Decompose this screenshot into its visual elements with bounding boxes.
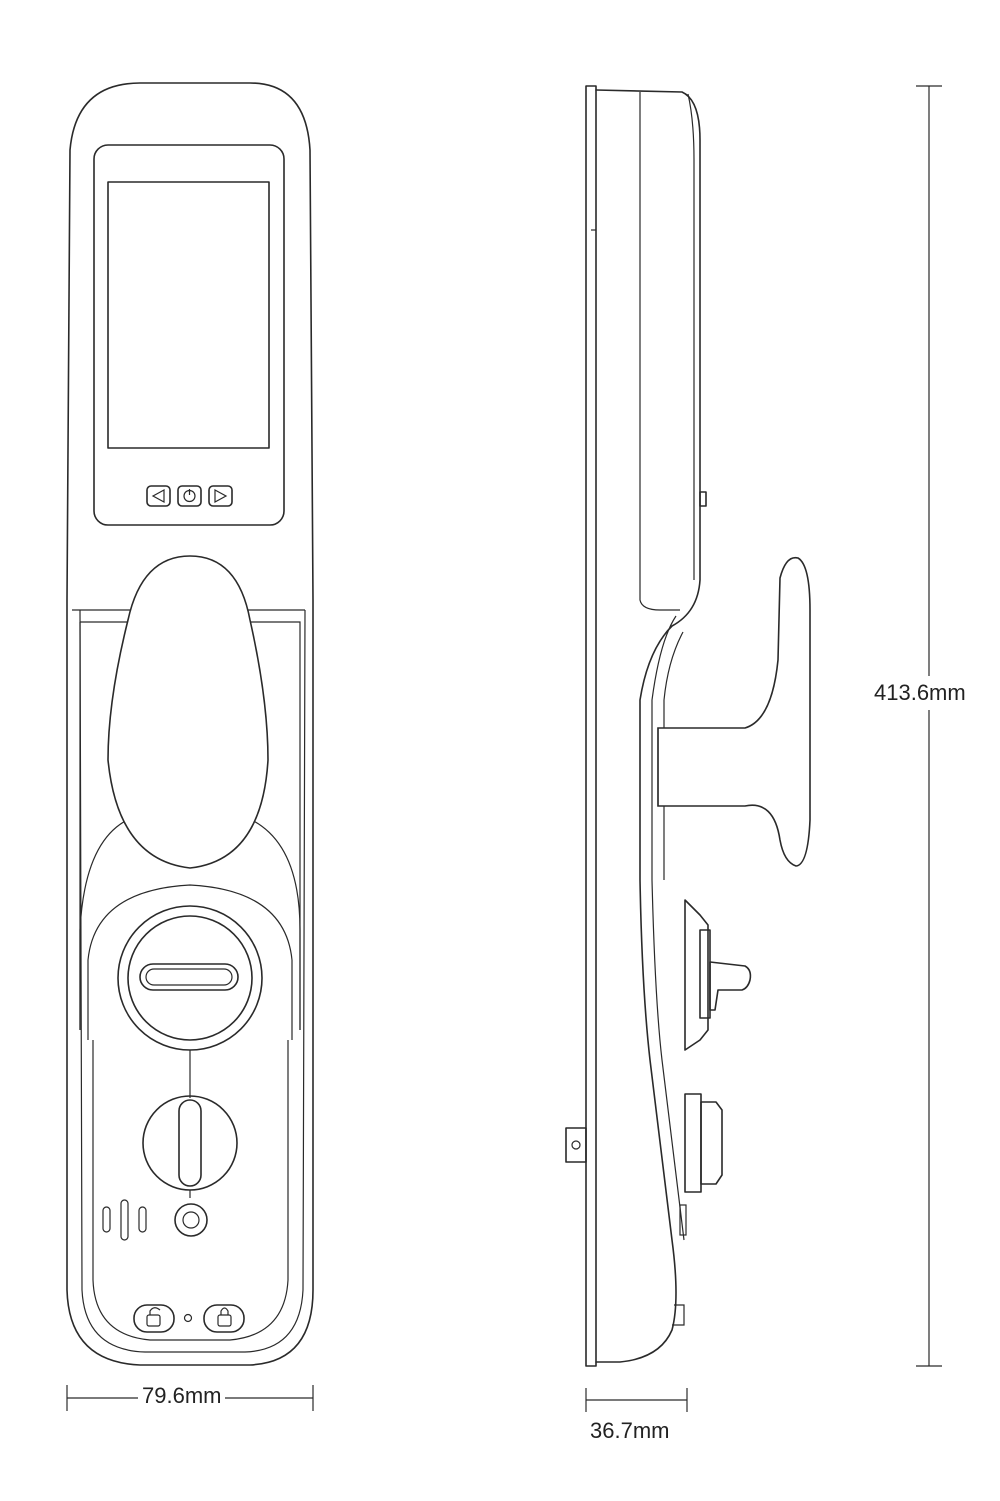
sensor-lens (182, 1211, 200, 1229)
lock-icon (217, 1314, 232, 1327)
lower-cover-bottom (92, 1040, 289, 1341)
unlock-button[interactable] (133, 1304, 175, 1333)
right-arrow-icon (214, 488, 228, 504)
side-knob[interactable] (700, 1101, 723, 1185)
side-reset-button[interactable] (699, 491, 707, 507)
lock-button[interactable] (203, 1304, 245, 1333)
depth-dimension-label: 36.7mm (590, 1418, 670, 1444)
sensor-ring (174, 1203, 208, 1237)
width-dimension-label: 79.6mm (138, 1383, 226, 1409)
depth-dimension (585, 1388, 688, 1412)
speaker-slot (120, 1199, 129, 1241)
key-slot (139, 963, 239, 991)
side-body-inner (639, 92, 695, 611)
left-arrow-button[interactable] (146, 485, 171, 507)
side-view (565, 85, 811, 1367)
thumb-turn-grip (178, 1099, 202, 1187)
front-outer-body (66, 82, 314, 1366)
indicator-led (183, 1313, 193, 1323)
lower-cover (87, 884, 293, 1040)
side-port (679, 1204, 687, 1236)
front-view (66, 82, 314, 1366)
front-inner-edge (79, 609, 306, 1353)
side-knob-base (684, 1093, 702, 1193)
side-mounting-plate (585, 85, 597, 1367)
speaker-slot (138, 1206, 147, 1233)
door-handle[interactable] (107, 555, 269, 869)
side-handle[interactable] (657, 556, 811, 867)
unlock-icon (146, 1314, 161, 1327)
side-thumb-turn[interactable] (684, 899, 709, 1051)
right-arrow-button[interactable] (208, 485, 233, 507)
screen-bezel (93, 144, 285, 526)
display-screen (107, 181, 270, 449)
cylinder-inner-ring (127, 915, 253, 1041)
power-button[interactable] (177, 485, 202, 507)
left-arrow-icon (151, 488, 165, 504)
latch-bracket (565, 1127, 587, 1163)
thumb-turn-knob[interactable] (142, 1095, 238, 1191)
speaker-slot (102, 1206, 111, 1233)
height-dimension (916, 85, 942, 1367)
side-body-profile (595, 89, 701, 1363)
height-dimension-label: 413.6mm (874, 676, 966, 710)
